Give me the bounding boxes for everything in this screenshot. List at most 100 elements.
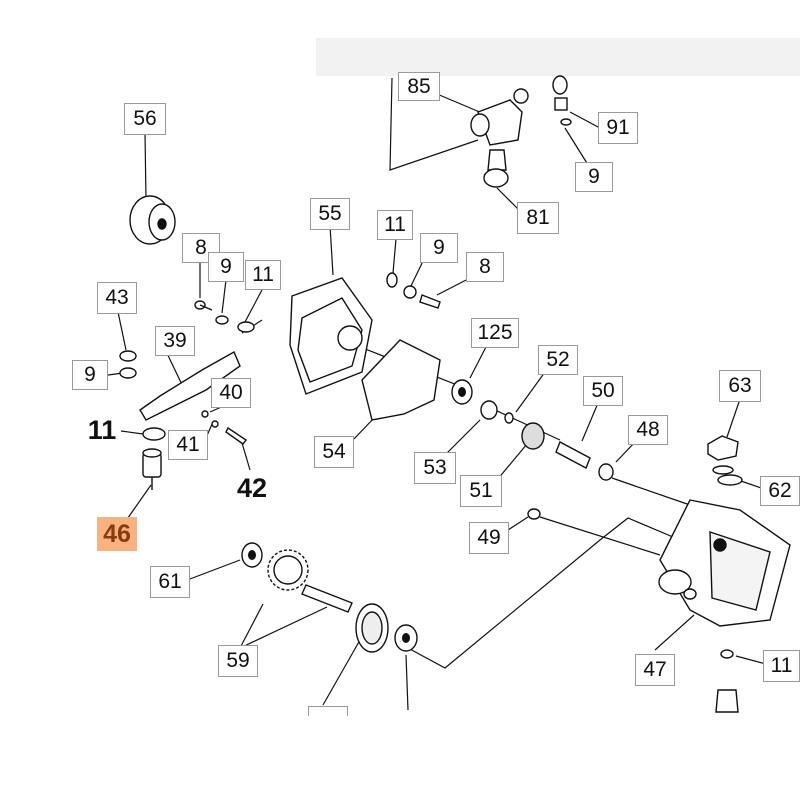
callout-9: 9: [208, 252, 244, 282]
o-ring-part: [717, 474, 743, 486]
callout-40: 40: [211, 378, 251, 408]
callout-partial: [308, 706, 348, 716]
callout-43: 43: [97, 282, 137, 314]
leader-line: [239, 603, 264, 649]
callout-81: 81: [517, 202, 559, 234]
leader-line: [244, 287, 264, 323]
callout-11: 11: [87, 414, 117, 445]
leader-line: [144, 132, 147, 201]
washer-part: [386, 272, 398, 288]
leader-line: [436, 93, 483, 114]
pin-part: [211, 420, 219, 428]
callout-61: 61: [150, 566, 190, 598]
leader-line: [444, 419, 481, 456]
leader-line: [329, 224, 334, 276]
callout-9: 9: [72, 360, 108, 390]
leader-line: [654, 614, 695, 651]
assembly-line: [407, 517, 681, 669]
leader-line: [515, 371, 546, 413]
leader-line: [507, 516, 529, 531]
callout-53: 53: [414, 452, 456, 484]
leader-line: [496, 443, 528, 481]
pulley-part: [129, 195, 176, 245]
callout-52: 52: [538, 345, 578, 375]
leader-line: [241, 442, 251, 471]
leader-line: [726, 398, 741, 438]
callout-56: 56: [124, 103, 166, 135]
washer-part: [215, 315, 229, 325]
elbow-fitting-part: [470, 88, 529, 188]
callout-11: 11: [245, 260, 281, 290]
leader-line: [221, 279, 227, 314]
leader-line: [564, 127, 591, 169]
callout-54: 54: [314, 436, 354, 468]
fitting-part: [715, 689, 739, 713]
leader-line: [120, 430, 144, 435]
callout-41: 41: [168, 430, 208, 460]
assembly-line: [611, 477, 691, 506]
shaft-part: [301, 584, 353, 613]
guard-plate-part: [139, 351, 241, 421]
callout-51: 51: [460, 475, 502, 507]
callout-48: 48: [628, 415, 668, 445]
leader-line: [181, 559, 241, 583]
washer-part: [720, 649, 734, 659]
gasket-part: [361, 339, 441, 421]
washer-part: [403, 285, 417, 299]
plug-part: [552, 75, 572, 126]
callout-63: 63: [719, 370, 761, 402]
leader-line: [735, 655, 767, 665]
callout-85: 85: [398, 72, 440, 101]
pin-part: [201, 410, 209, 418]
screw-part: [225, 426, 248, 445]
leader-line: [322, 639, 361, 706]
callout-39: 39: [155, 326, 195, 356]
callout-9: 9: [420, 233, 458, 263]
leader-line: [405, 654, 409, 711]
leader-line: [124, 484, 152, 523]
pinion-shaft-part: [555, 441, 591, 469]
washer-part: [119, 367, 137, 379]
leader-line: [353, 417, 375, 440]
nut-part: [119, 350, 137, 362]
callout-42: 42: [236, 472, 268, 503]
leader-line: [392, 238, 397, 274]
inset-bracket-line: [389, 77, 479, 171]
leader-line: [239, 606, 328, 649]
bolt-part: [194, 300, 213, 311]
washer-part: [142, 427, 166, 441]
oil-cap-part: [707, 435, 739, 475]
rubber-mount-part: [142, 448, 162, 490]
spacer-part: [480, 400, 498, 420]
callout-47: 47: [635, 654, 675, 686]
callout-125: 125: [471, 318, 519, 348]
callout-55: 55: [310, 198, 350, 230]
callout-59: 59: [218, 645, 258, 677]
bolt-part: [419, 294, 441, 309]
callout-50: 50: [583, 376, 623, 406]
ring-part: [504, 412, 514, 424]
leader-line: [581, 402, 599, 442]
inset-header-bar: [316, 38, 800, 76]
callout-46-highlighted: 46: [97, 517, 137, 551]
bushing-part: [598, 463, 614, 481]
assembly-line: [539, 516, 661, 556]
callout-9: 9: [575, 162, 613, 192]
gearbox-housing-part: [658, 499, 791, 627]
gear-part: [521, 422, 545, 450]
callout-8: 8: [182, 233, 220, 263]
leader-line: [117, 311, 127, 351]
callout-11: 11: [377, 210, 413, 240]
callout-11: 11: [763, 650, 800, 682]
callout-8: 8: [466, 252, 504, 282]
leader-line: [569, 111, 601, 129]
plug-part: [527, 508, 541, 520]
callout-49: 49: [469, 522, 509, 554]
bearing-seat: [337, 325, 363, 351]
washer-part: [237, 321, 255, 333]
callout-91: 91: [598, 112, 638, 144]
leader-line: [469, 344, 488, 379]
callout-62: 62: [760, 476, 800, 506]
cover-plate-part: [297, 297, 363, 383]
